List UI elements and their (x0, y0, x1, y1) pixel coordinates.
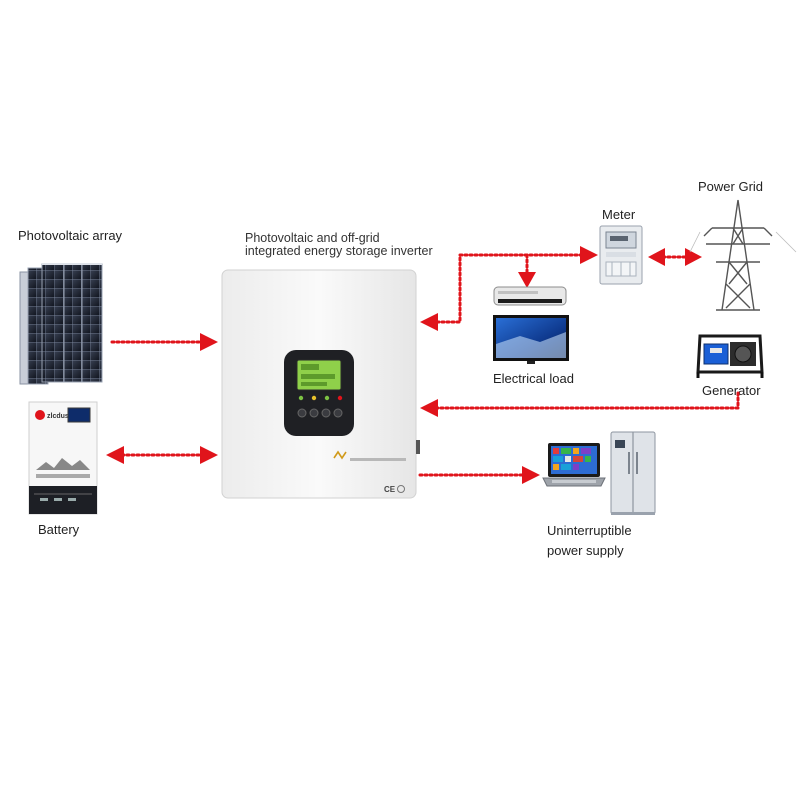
arrow-generator-to-inverter (434, 391, 740, 410)
ups-label-line-2: power supply (547, 543, 624, 558)
power-grid-label: Power Grid (698, 179, 764, 194)
arrowhead-ups (522, 466, 540, 484)
electric-meter-icon (599, 225, 643, 285)
electrical-load-label: Electrical load (493, 371, 574, 386)
arrowhead-meter-left (648, 248, 665, 266)
inverter-unit-icon: CE (221, 269, 420, 499)
arrowhead-load (518, 272, 536, 288)
arrowhead-pv (200, 333, 218, 351)
arrow-heads (106, 246, 702, 484)
meter-label: Meter (602, 207, 636, 222)
television-icon (493, 315, 569, 364)
svg-text:zlcdus: zlcdus (47, 413, 69, 420)
arrowhead-inverter-from-meter (420, 313, 438, 331)
refrigerator-icon (610, 431, 656, 515)
arrowhead-meter (580, 246, 598, 264)
arrow-meter-to-inverter (434, 253, 584, 324)
transmission-tower-icon (689, 199, 797, 311)
pv-array-label: Photovoltaic array (18, 228, 123, 243)
inverter-label: Photovoltaic and off-grid integrated ene… (245, 231, 433, 258)
generator-icon (696, 334, 764, 378)
arrowhead-battery-right (200, 446, 218, 464)
battery-label: Battery (38, 522, 80, 537)
svg-text:CE: CE (384, 485, 396, 494)
arrowhead-inverter-from-generator (420, 399, 438, 417)
arrowhead-grid-right (685, 248, 702, 266)
connection-arrows (110, 253, 740, 477)
ups-label-line-1: Uninterruptible (547, 523, 632, 538)
ups-label: Uninterruptible power supply (547, 521, 632, 561)
air-conditioner-icon (493, 286, 567, 306)
arrowhead-battery-left (106, 446, 124, 464)
laptop-icon (542, 443, 606, 487)
battery-cabinet-icon: zlcdus (28, 401, 98, 515)
solar-panel-icon (19, 263, 103, 385)
generator-label: Generator (702, 383, 761, 398)
